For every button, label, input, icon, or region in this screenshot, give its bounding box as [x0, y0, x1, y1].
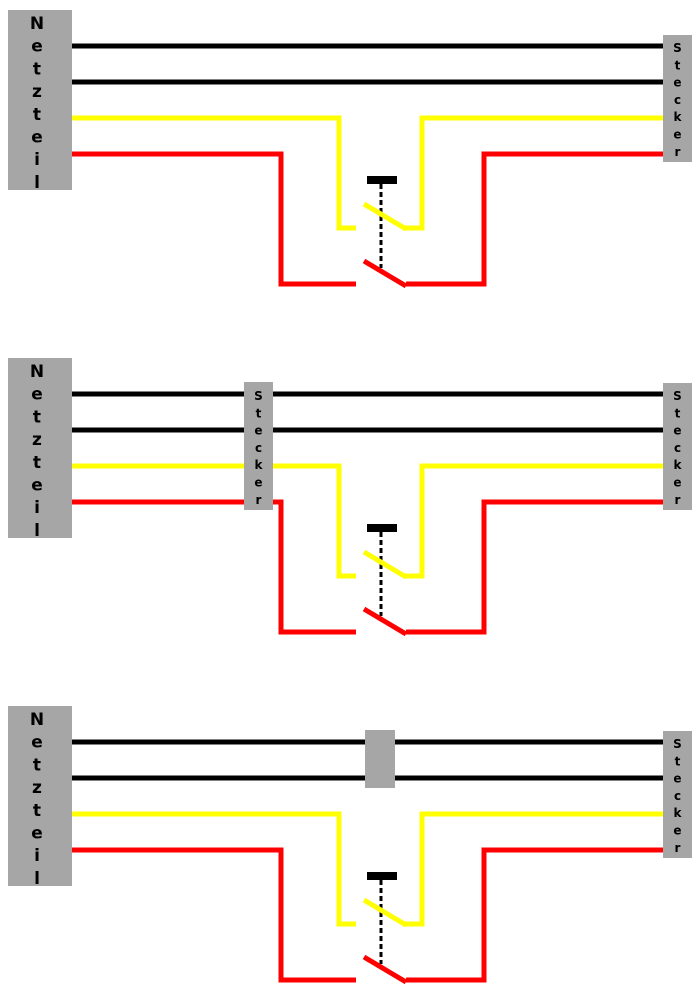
- stecker-right-letter: c: [674, 441, 681, 455]
- netzteil-letter: l: [34, 869, 40, 889]
- netzteil-letter: t: [33, 755, 41, 775]
- wire-yellow-left: [72, 463, 356, 579]
- netzteil-box: [8, 10, 72, 190]
- switch-actuator: [367, 872, 397, 880]
- double-pole-switch: [362, 524, 408, 637]
- stecker-right-letter: c: [674, 789, 681, 803]
- netzteil-letter: i: [34, 150, 40, 170]
- double-pole-switch: [362, 176, 408, 289]
- netzteil-letter: t: [33, 59, 41, 79]
- netzteil-letter: t: [33, 105, 41, 125]
- netzteil-letter: z: [32, 778, 42, 798]
- stecker-middle-letter: c: [255, 441, 262, 455]
- switch-contact-yellow: [362, 201, 408, 232]
- stecker-right-letter: c: [674, 93, 681, 107]
- netzteil-letter: i: [34, 846, 40, 866]
- netzteil-letter: N: [30, 710, 44, 730]
- stecker-right-letter: t: [675, 754, 681, 768]
- stecker-middle-letter: t: [256, 406, 262, 420]
- stecker-right-letter: S: [673, 389, 682, 403]
- wire-red-right: [406, 499, 664, 635]
- switch-contact-red: [362, 606, 408, 637]
- switch-contact-yellow: [362, 549, 408, 580]
- wire-red-left: [72, 847, 356, 983]
- netzteil-box: [8, 358, 72, 538]
- switch-actuator: [367, 524, 397, 532]
- wire-red-right: [406, 847, 664, 983]
- stecker-right-box: [663, 35, 692, 162]
- middle-connector-box: [365, 730, 395, 788]
- stecker-right-letter: k: [674, 110, 683, 124]
- stecker-right-letter: e: [673, 424, 681, 438]
- stecker-middle-letter: r: [256, 493, 262, 507]
- netzteil-letter: t: [33, 801, 41, 821]
- stecker-middle-letter: S: [254, 389, 263, 403]
- netzteil-letter: N: [30, 14, 44, 34]
- wire-yellow-left: [72, 115, 356, 231]
- stecker-right-letter: r: [675, 493, 681, 507]
- stecker-right-letter: e: [673, 128, 681, 142]
- stecker-right-box: [663, 383, 692, 510]
- switch-contact-red: [362, 954, 408, 985]
- stecker-right-letter: r: [675, 145, 681, 159]
- stecker-right-letter: S: [673, 41, 682, 55]
- netzteil-letter: l: [34, 173, 40, 193]
- stecker-right-letter: r: [675, 841, 681, 855]
- stecker-right-letter: t: [675, 406, 681, 420]
- netzteil-letter: z: [32, 82, 42, 102]
- double-pole-switch: [362, 872, 408, 985]
- netzteil-letter: e: [31, 37, 43, 57]
- netzteil-letter: e: [31, 385, 43, 405]
- stecker-right-letter: e: [673, 824, 681, 838]
- wire-red-left: [72, 151, 356, 287]
- stecker-middle-letter: k: [255, 458, 264, 472]
- wire-yellow-right: [405, 811, 664, 927]
- stecker-right-letter: S: [673, 737, 682, 751]
- netzteil-letter: l: [34, 521, 40, 541]
- stecker-middle-box: [244, 382, 273, 510]
- netzteil-letter: t: [33, 453, 41, 473]
- stecker-middle-letter: e: [254, 476, 262, 490]
- netzteil-letter: e: [31, 128, 43, 148]
- wire-red-left: [72, 499, 356, 635]
- stecker-right-letter: e: [673, 76, 681, 90]
- wire-yellow-right: [405, 115, 664, 231]
- netzteil-letter: i: [34, 498, 40, 518]
- stecker-right-letter: k: [674, 806, 683, 820]
- switch-actuator: [367, 176, 397, 184]
- stecker-right-letter: e: [673, 476, 681, 490]
- stecker-right-letter: k: [674, 458, 683, 472]
- wire-yellow-left: [72, 811, 356, 927]
- stecker-right-letter: e: [673, 772, 681, 786]
- netzteil-letter: t: [33, 407, 41, 427]
- netzteil-letter: e: [31, 733, 43, 753]
- stecker-right-box: [663, 731, 692, 858]
- wire-yellow-right: [405, 463, 664, 579]
- netzteil-letter: N: [30, 362, 44, 382]
- netzteil-letter: e: [31, 824, 43, 844]
- wire-red-right: [406, 151, 664, 287]
- netzteil-letter: e: [31, 476, 43, 496]
- netzteil-box: [8, 706, 72, 886]
- switch-contact-yellow: [362, 897, 408, 928]
- netzteil-letter: z: [32, 430, 42, 450]
- switch-contact-red: [362, 258, 408, 289]
- stecker-right-letter: t: [675, 58, 681, 72]
- stecker-middle-letter: e: [254, 424, 262, 438]
